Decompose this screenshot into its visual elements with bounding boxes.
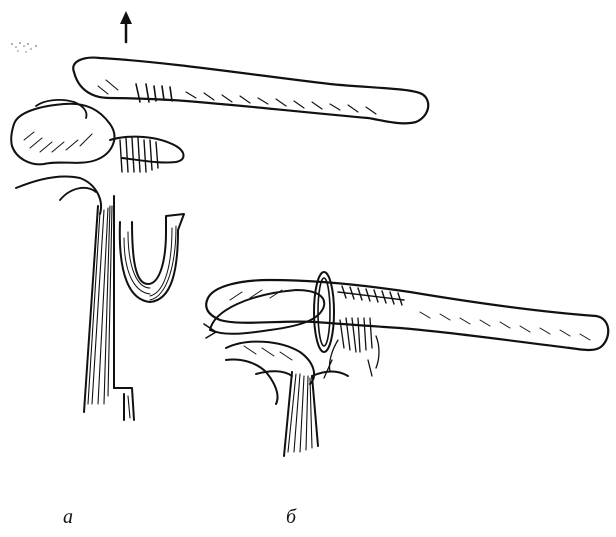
- panel-b-label: б: [286, 506, 296, 529]
- vertical-column: [84, 196, 134, 420]
- lifted-clavicle: [73, 58, 428, 124]
- panel-b-figure: [204, 272, 608, 456]
- ligament-bundle: [120, 138, 158, 172]
- coracoid-process: [16, 137, 184, 214]
- fixed-clavicle: [206, 280, 608, 350]
- panel-a-figure: [11, 11, 428, 420]
- acromion: [11, 100, 114, 164]
- wire-loop: [204, 272, 334, 352]
- u-shaped-graft: [120, 214, 184, 302]
- ligament-tufts: [324, 318, 379, 378]
- acromion-b: [226, 342, 314, 404]
- speckle-marks: [11, 42, 37, 53]
- panel-a-label: а: [63, 506, 73, 529]
- upward-arrow-icon: [120, 11, 132, 42]
- lower-column: [256, 371, 348, 456]
